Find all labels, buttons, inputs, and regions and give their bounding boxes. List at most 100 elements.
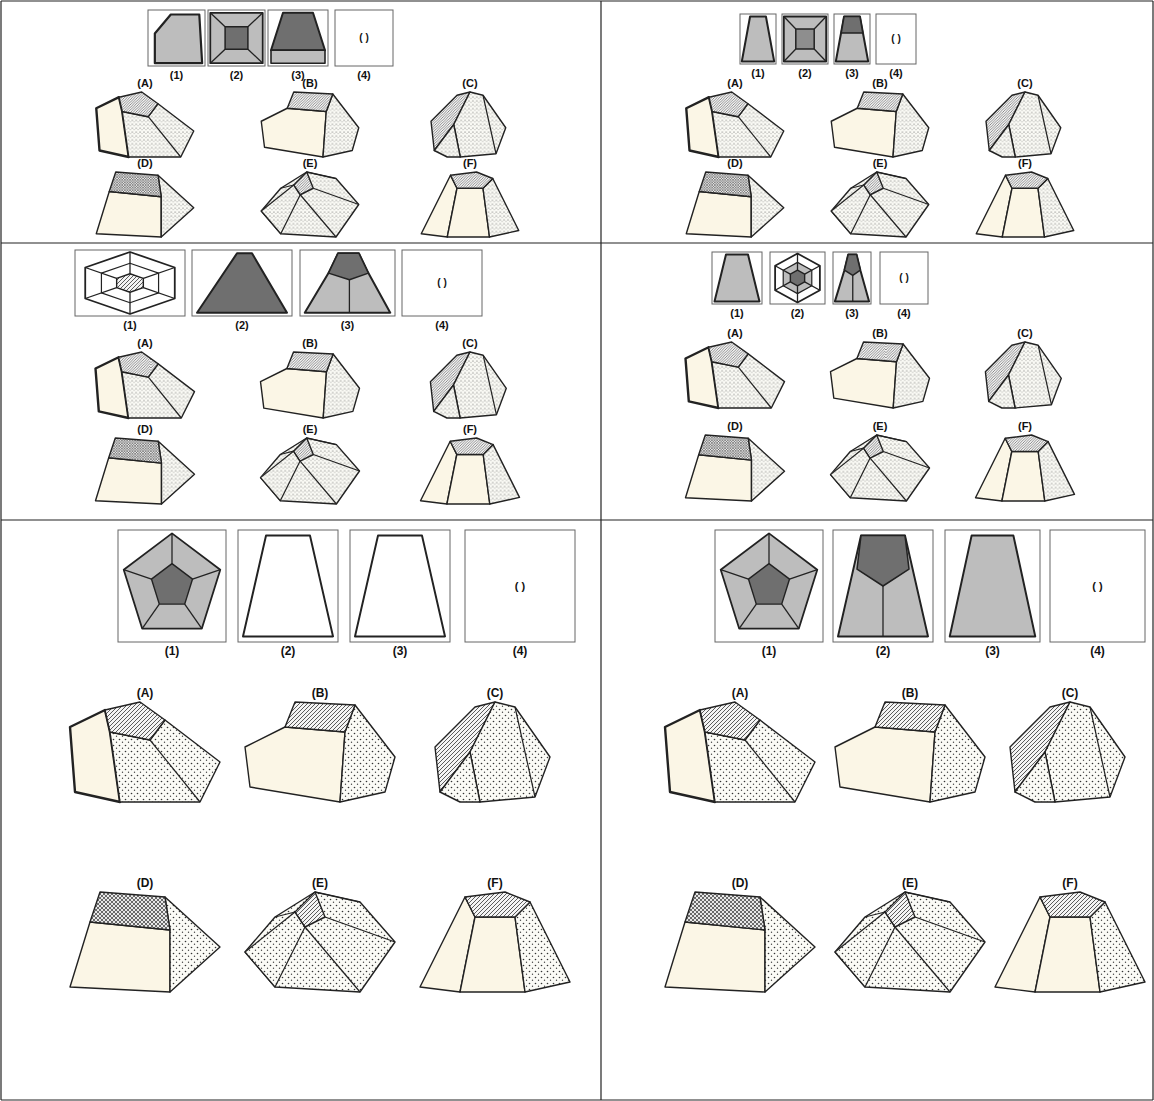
view-frame: [833, 252, 871, 304]
answer-blank: ( ): [359, 33, 368, 43]
view-edge: [784, 17, 796, 30]
solid-figure: [420, 892, 570, 992]
solid-face: [109, 172, 161, 197]
option-letter: (D): [137, 424, 152, 435]
grid-line: [1, 1099, 1153, 1100]
solid-face: [1038, 179, 1074, 238]
question-panel: [96, 10, 519, 237]
view-edge: [210, 49, 225, 63]
solid-face: [285, 702, 355, 732]
view-box: [238, 530, 338, 642]
solid-edge: [313, 455, 359, 472]
solid-face: [450, 438, 493, 455]
view-frame: [192, 250, 292, 316]
solid-face: [460, 917, 525, 992]
solid-face: [158, 441, 194, 504]
solid-face: [1009, 92, 1061, 157]
view-frame: [1050, 530, 1145, 642]
solid-face: [700, 702, 760, 740]
solid-face: [1015, 752, 1055, 802]
view-box: [770, 252, 825, 304]
solid-face: [447, 188, 489, 237]
solid-figure: [976, 435, 1075, 501]
option-letter: (F): [1018, 421, 1032, 432]
solid-edge: [300, 461, 336, 504]
view-edge: [805, 266, 820, 274]
solid-face: [835, 727, 935, 802]
view-shape: [305, 253, 391, 312]
view-edge: [721, 570, 749, 579]
solid-figure: [435, 702, 550, 802]
grid-line: [1, 242, 1153, 243]
view-number: (2): [876, 645, 891, 657]
solid-figure: [70, 702, 220, 802]
solid-face: [483, 445, 519, 504]
view-number: (2): [791, 308, 804, 319]
solid-figure: [686, 342, 785, 408]
option-letter: (F): [1018, 158, 1032, 169]
view-shape: [950, 536, 1036, 637]
solid-figure: [245, 702, 395, 802]
option-letter: (E): [902, 877, 918, 889]
option-letter: (E): [303, 158, 318, 169]
solid-edge: [877, 172, 906, 179]
solid-figure: [665, 892, 815, 992]
solid-edge: [738, 117, 771, 157]
solid-figure: [686, 172, 784, 237]
solid-edge: [865, 912, 885, 917]
solid-face: [989, 125, 1015, 158]
solid-face: [989, 375, 1015, 408]
option-letter: (A): [732, 687, 749, 699]
solid-figure: [96, 352, 195, 418]
solid-figure: [831, 435, 930, 501]
option-letter: (A): [137, 687, 154, 699]
question-panel: [686, 14, 1074, 237]
view-shape: [155, 14, 202, 63]
solid-edge: [325, 917, 395, 942]
solid-edge: [300, 195, 336, 237]
solid-figure: [261, 438, 360, 504]
solid-face: [1038, 442, 1074, 501]
solid-face: [864, 172, 884, 195]
solid-edge: [307, 438, 337, 445]
solid-face: [245, 892, 395, 992]
option-letter: (B): [902, 687, 919, 699]
view-shape: [721, 533, 818, 628]
grid-line: [1, 0, 1153, 1]
solid-face: [465, 892, 530, 917]
option-letter: (D): [137, 158, 152, 169]
view-number: (2): [281, 645, 296, 657]
view-edge: [768, 533, 769, 563]
view-shape: [210, 13, 262, 63]
option-letter: (B): [312, 687, 329, 699]
view-shape: [85, 252, 175, 314]
view-box: [192, 250, 292, 316]
view-box: [335, 10, 393, 66]
view-edge: [143, 267, 174, 278]
solid-figure: [421, 438, 520, 504]
view-frame: [880, 252, 928, 304]
view-number: (4): [889, 68, 902, 79]
solid-figure: [986, 92, 1061, 157]
view-shape: [836, 17, 868, 62]
solid-edge: [915, 917, 985, 942]
option-letter: (A): [727, 78, 742, 89]
option-letter: (F): [487, 877, 502, 889]
solid-figure: [245, 892, 395, 992]
question-panel: [75, 250, 520, 504]
solid-face: [454, 352, 507, 418]
solid-edge: [275, 912, 295, 917]
option-letter: (E): [873, 158, 888, 169]
option-letter: (A): [137, 338, 152, 349]
view-number: (4): [513, 645, 528, 657]
solid-face: [119, 92, 158, 117]
solid-face: [1090, 902, 1145, 992]
view-shape: [838, 536, 928, 637]
view-box: [715, 530, 823, 642]
view-shape: [844, 255, 860, 276]
solid-face: [165, 897, 220, 992]
view-frame: [712, 252, 762, 304]
solid-face: [831, 435, 930, 501]
solid-figure: [976, 172, 1074, 237]
view-shape: [748, 564, 789, 605]
